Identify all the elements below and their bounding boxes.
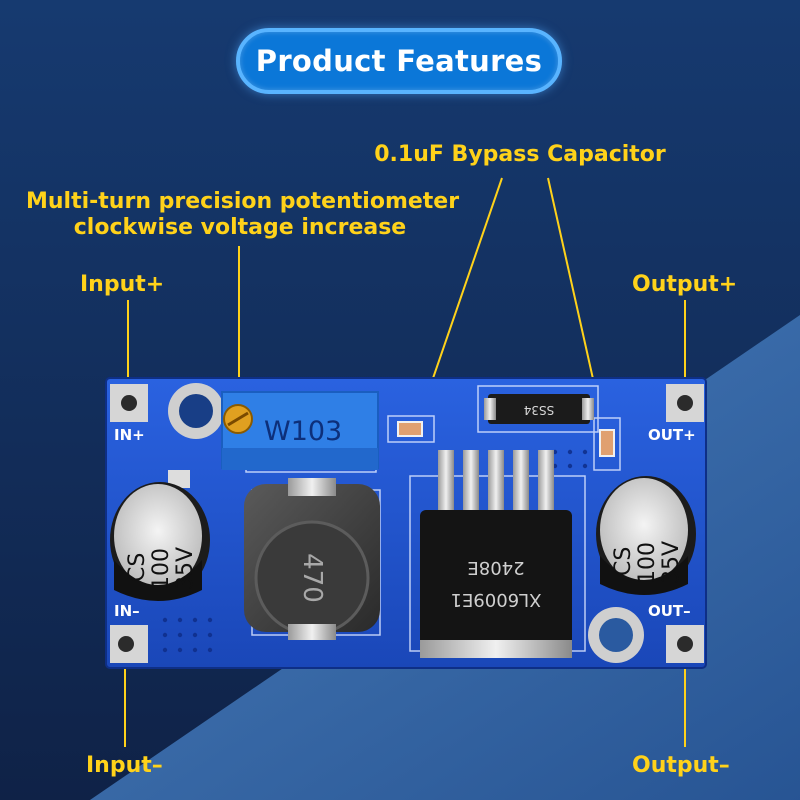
inductor-marking: 470 <box>297 553 327 603</box>
potentiometer-marking: W103 <box>264 416 342 447</box>
terminal-pads <box>110 384 704 663</box>
input-minus-callout: Input– <box>86 753 163 778</box>
potentiometer-callout: Multi-turn precision potentiometer clock… <box>26 189 460 241</box>
output-plus-callout: Output+ <box>632 272 738 297</box>
right-capacitor-voltage: 35V <box>659 541 684 584</box>
right-capacitor-brand: CS <box>611 547 636 576</box>
board-label-out-minus: OUT– <box>648 602 691 620</box>
board-label-in-minus: IN– <box>114 602 140 620</box>
right-capacitor: CS 100 35V <box>596 476 696 595</box>
page-title: Product Features <box>255 44 543 78</box>
diode <box>488 394 590 424</box>
input-plus-callout: Input+ <box>80 272 165 297</box>
diode-marking: SS34 <box>524 403 555 417</box>
chip-marking-line2: 2408E <box>467 557 524 578</box>
bypass-capacitor-callout: 0.1uF Bypass Capacitor <box>374 142 666 167</box>
output-minus-callout: Output– <box>632 753 730 778</box>
board-label-out-plus: OUT+ <box>648 426 696 444</box>
left-capacitor-voltage: 35V <box>173 547 198 590</box>
left-capacitor: CS 100 35V <box>110 470 210 601</box>
potentiometer-callout-line1: Multi-turn precision potentiometer <box>26 189 460 214</box>
board-label-in-plus: IN+ <box>114 426 145 444</box>
xl6009-chip: 2408E XL6009E1 <box>420 450 572 658</box>
title-banner: Product Features <box>236 28 562 94</box>
potentiometer-callout-line2: clockwise voltage increase <box>73 215 407 240</box>
left-capacitor-value: 100 <box>149 548 174 590</box>
left-capacitor-brand: CS <box>125 553 150 582</box>
chip-marking-line1: XL6009E1 <box>451 589 542 610</box>
right-capacitor-value: 100 <box>635 542 660 584</box>
